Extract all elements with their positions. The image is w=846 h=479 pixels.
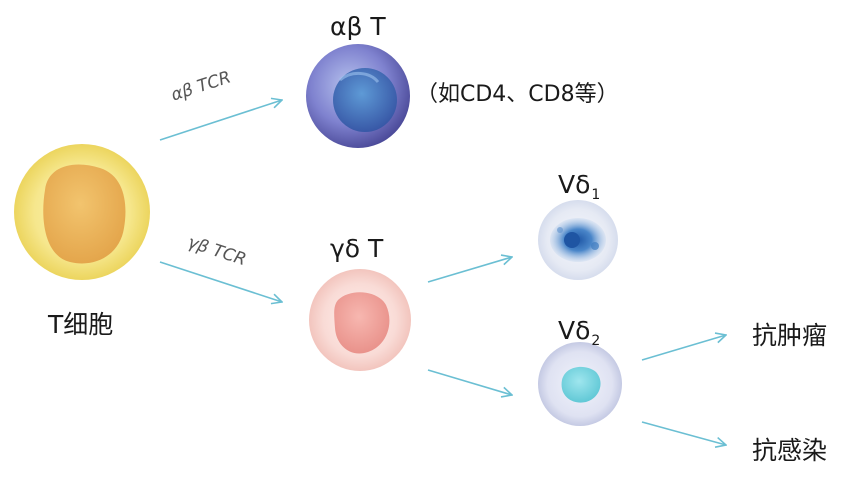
arrow-gd-to-vd1 xyxy=(427,257,512,283)
ab-t-cell xyxy=(306,44,410,148)
arrow-vd2-to-anti-infection xyxy=(641,421,726,445)
arrow-vd2-to-anti-tumor xyxy=(641,335,726,361)
vd2-cell xyxy=(538,342,622,426)
label-vd2-sub: 2 xyxy=(591,333,601,349)
label-vd2: Vδ2 xyxy=(558,318,600,348)
label-vd1: Vδ1 xyxy=(558,172,600,202)
arrow-t-to-gd xyxy=(159,261,282,302)
label-ab-t: αβ T xyxy=(330,12,386,41)
label-t-cell: T细胞 xyxy=(48,310,114,339)
label-vd1-main: Vδ xyxy=(558,170,591,199)
arrow-t-to-ab xyxy=(159,100,282,141)
arrow-gd-to-vd2 xyxy=(427,369,512,395)
vd1-cell xyxy=(538,200,618,280)
t-cell xyxy=(14,144,150,280)
label-vd2-main: Vδ xyxy=(558,316,591,345)
label-anti-tumor: 抗肿瘤 xyxy=(752,321,828,350)
label-ab-note: （如CD4、CD8等） xyxy=(416,82,619,107)
label-vd1-sub: 1 xyxy=(591,187,601,203)
label-anti-infection: 抗感染 xyxy=(752,436,828,465)
gd-t-cell xyxy=(309,269,411,371)
label-gd-t: γδ T xyxy=(330,234,384,263)
